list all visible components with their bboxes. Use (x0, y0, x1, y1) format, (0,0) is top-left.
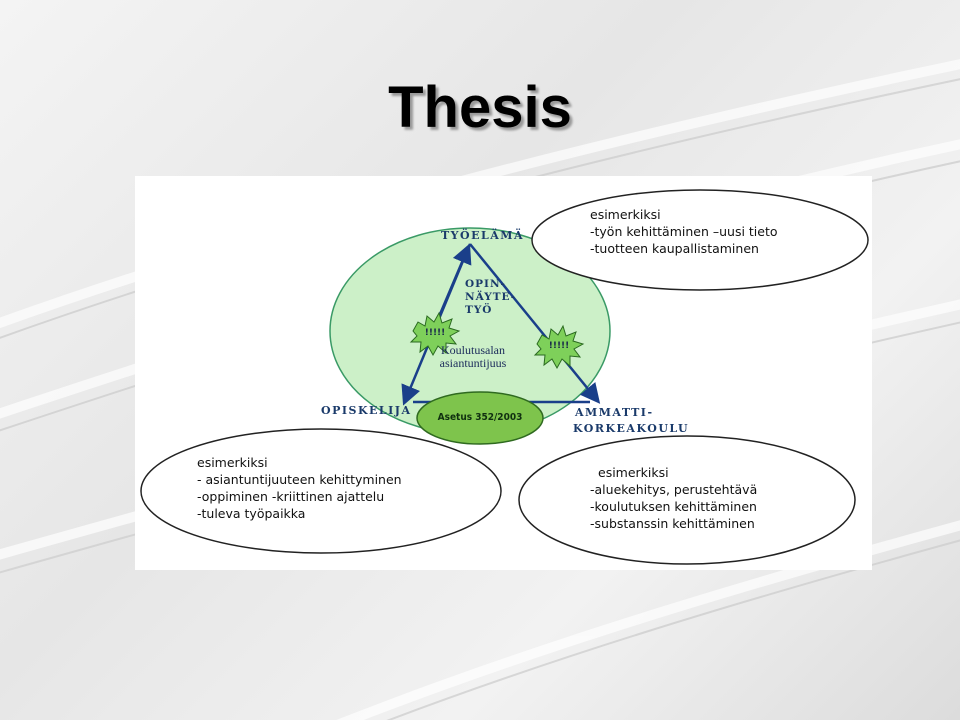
center-subtitle: Koulutusalan asiantuntijuus (418, 344, 528, 370)
bubble-line: -työn kehittäminen –uusi tieto (590, 224, 778, 239)
slide-title: Thesis (388, 75, 572, 140)
node-label-right-line2: KORKEAKOULU (573, 422, 690, 435)
bubble-line: -aluekehitys, perustehtävä (590, 482, 758, 497)
node-label-right-line1: AMMATTI- (575, 406, 654, 419)
bubble-top-right-text: esimerkiksi -työn kehittäminen –uusi tie… (590, 206, 778, 257)
bubble-bottom-left-text: esimerkiksi - asiantuntijuuteen kehittym… (197, 454, 402, 522)
thesis-diagram: TYÖELÄMÄ OPISKELIJA AMMATTI- KORKEAKOULU… (135, 176, 872, 570)
bubble-line: esimerkiksi (197, 455, 268, 470)
bubble-line: -tuleva työpaikka (197, 506, 306, 521)
node-label-top: TYÖELÄMÄ (441, 229, 524, 242)
bubble-line: -koulutuksen kehittäminen (590, 499, 757, 514)
center-title: OPIN- NÄYTE- TYÖ (465, 278, 516, 317)
burst-left-shape (409, 311, 461, 357)
bubble-bottom-right-text: esimerkiksi -aluekehitys, perustehtävä -… (590, 464, 757, 532)
center-subtitle-line: asiantuntijuus (439, 356, 507, 370)
burst-left-label: !!!!! (424, 328, 446, 338)
bubble-line: -tuotteen kaupallistaminen (590, 241, 759, 256)
diagram-graphics (140, 189, 869, 565)
node-label-left: OPISKELIJA (321, 404, 412, 417)
bubble-line: esimerkiksi (590, 207, 661, 222)
bubble-line: esimerkiksi (598, 465, 669, 480)
triangle-apex-arrow (433, 243, 472, 327)
bubble-line: -substanssin kehittäminen (590, 516, 755, 531)
burst-right-label: !!!!! (548, 341, 570, 351)
decree-label: Asetus 352/2003 (437, 412, 523, 423)
triangle-side-right (469, 243, 601, 404)
center-subtitle-line: Koulutusalan (441, 343, 505, 357)
center-title-line: OPIN- (465, 278, 506, 290)
burst-right-shape (533, 324, 585, 370)
bubble-bottom-left-shape (140, 428, 502, 554)
bubble-line: - asiantuntijuuteen kehittyminen (197, 472, 402, 487)
bubble-line: -oppiminen -kriittinen ajattelu (197, 489, 385, 504)
bubble-top-right-shape (531, 189, 869, 291)
center-title-line: TYÖ (465, 304, 493, 316)
decree-ellipse (416, 391, 544, 445)
bubble-bottom-right-shape (518, 435, 856, 565)
center-title-line: NÄYTE- (465, 291, 517, 303)
